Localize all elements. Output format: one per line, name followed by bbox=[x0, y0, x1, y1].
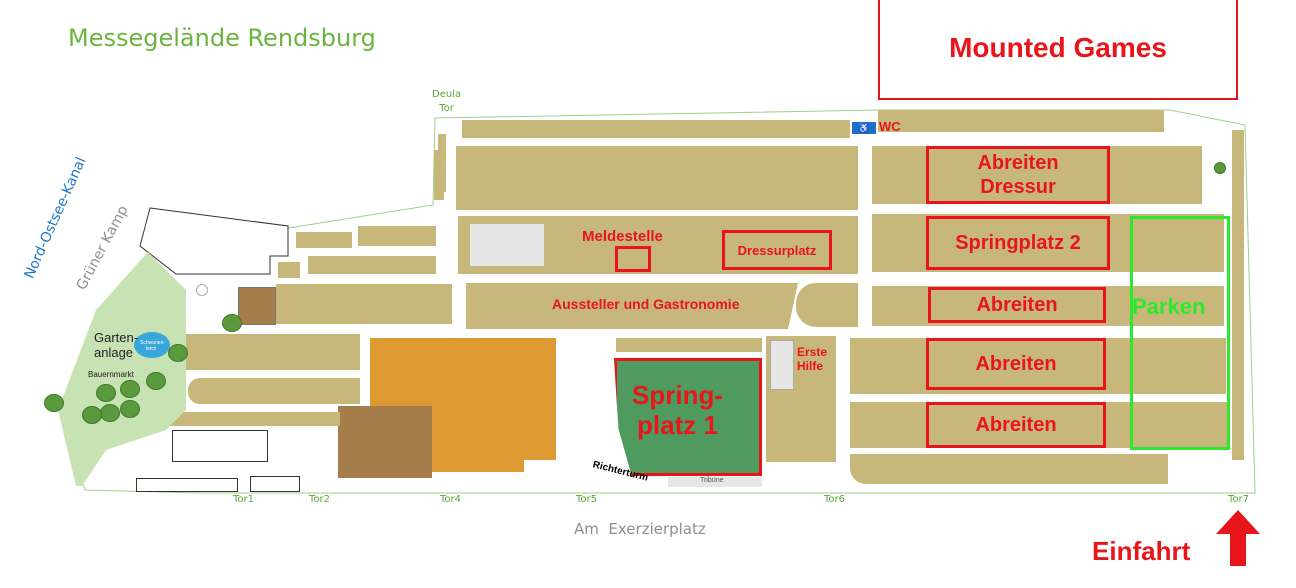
gate-tor5: Tor5 bbox=[576, 494, 598, 505]
field-right-2 bbox=[872, 214, 1224, 272]
einfahrt-arrow-icon bbox=[1216, 510, 1260, 566]
springplatz1-label: Spring- platz 1 bbox=[632, 380, 723, 440]
building-outline-south bbox=[172, 430, 268, 462]
parken-label: Parken bbox=[1132, 294, 1206, 319]
field-left-8 bbox=[170, 412, 340, 426]
tree-icon bbox=[100, 404, 120, 422]
building-outline-tor2 bbox=[250, 476, 300, 492]
top-strip-left bbox=[462, 120, 850, 138]
building-grey-meldestelle bbox=[470, 224, 544, 266]
abreiten-label-1: Abreiten bbox=[976, 293, 1058, 316]
field-aussteller bbox=[466, 283, 798, 329]
wc-label: WC bbox=[879, 119, 901, 134]
hall-brown bbox=[338, 406, 432, 478]
building-grey-erste-hilfe bbox=[770, 340, 794, 390]
map-title: Messegelände Rendsburg bbox=[68, 24, 376, 52]
erste-hilfe-label: Erste Hilfe bbox=[797, 345, 828, 373]
tree-icon bbox=[196, 284, 208, 296]
field-left-2 bbox=[358, 226, 436, 246]
field-left-5 bbox=[276, 284, 452, 324]
gate-deula: Deula Tor bbox=[432, 89, 462, 114]
abreiten-area-3[interactable]: Abreiten bbox=[926, 402, 1106, 448]
springplatz2-label: Springplatz 2 bbox=[955, 231, 1081, 254]
aussteller-label: Aussteller und Gastronomie bbox=[552, 296, 740, 312]
field-left-3 bbox=[308, 256, 436, 274]
dressurplatz-area[interactable]: Dressurplatz bbox=[722, 230, 832, 270]
gate-tor7: Tor7 bbox=[1228, 494, 1250, 505]
abreiten-dressur-label: Abreiten Dressur bbox=[977, 152, 1059, 198]
field-left-9 bbox=[434, 150, 444, 200]
gate-tor1: Tor1 bbox=[233, 494, 255, 505]
mounted-games-label: Mounted Games bbox=[949, 32, 1167, 63]
tree-icon bbox=[1214, 162, 1226, 174]
road-label-exerzierplatz: Am Exerzierplatz bbox=[574, 520, 706, 538]
top-strip-right bbox=[878, 110, 1164, 132]
tree-icon bbox=[146, 372, 166, 390]
tribuene-stand bbox=[668, 477, 762, 487]
field-left-6 bbox=[186, 334, 360, 370]
gate-tor6: Tor6 bbox=[824, 494, 846, 505]
field-left-7 bbox=[188, 378, 360, 404]
field-right-edge bbox=[1232, 130, 1244, 460]
field-left-1 bbox=[296, 232, 352, 248]
tree-icon bbox=[120, 400, 140, 418]
springplatz1-area[interactable] bbox=[614, 358, 762, 476]
strip-above-spring1 bbox=[616, 338, 762, 352]
garden-label: Garten- anlage bbox=[94, 330, 139, 360]
field-right-4 bbox=[850, 338, 1226, 394]
hall-small-brown bbox=[238, 287, 276, 325]
field-left-4 bbox=[278, 262, 300, 278]
mounted-games-area[interactable]: Mounted Games bbox=[878, 0, 1238, 100]
field-aussteller-right bbox=[796, 283, 858, 327]
parken-area[interactable] bbox=[1130, 216, 1230, 450]
gate-tor2: Tor2 bbox=[309, 494, 331, 505]
abreiten-label-2: Abreiten bbox=[975, 352, 1057, 375]
garden-area bbox=[58, 252, 186, 486]
tree-icon bbox=[168, 344, 188, 362]
meldestelle-label: Meldestelle bbox=[582, 228, 663, 245]
building-outline-tor1 bbox=[136, 478, 238, 492]
abreiten-area-1[interactable]: Abreiten bbox=[928, 287, 1106, 323]
tree-icon bbox=[222, 314, 242, 332]
abreiten-dressur-area[interactable]: Abreiten Dressur bbox=[926, 146, 1110, 204]
field-upper-middle bbox=[456, 146, 858, 210]
gate-tor4: Tor4 bbox=[440, 494, 462, 505]
meldestelle-marker[interactable] bbox=[615, 246, 651, 272]
dressurplatz-label: Dressurplatz bbox=[737, 242, 817, 258]
garden-market-label: Bauernmarkt bbox=[88, 370, 134, 379]
tree-icon bbox=[82, 406, 102, 424]
tree-icon bbox=[96, 384, 116, 402]
tree-icon bbox=[44, 394, 64, 412]
springplatz2-area[interactable]: Springplatz 2 bbox=[926, 216, 1110, 270]
abreiten-label-3: Abreiten bbox=[975, 413, 1057, 436]
field-right-6 bbox=[850, 454, 1168, 484]
abreiten-area-2[interactable]: Abreiten bbox=[926, 338, 1106, 390]
building-outline-north bbox=[139, 207, 289, 275]
einfahrt-label: Einfahrt bbox=[1092, 536, 1191, 566]
wc-icon: ♿ bbox=[852, 122, 876, 134]
tribuene-label: Tribüne bbox=[700, 477, 724, 484]
tree-icon bbox=[120, 380, 140, 398]
field-right-5 bbox=[850, 402, 1230, 448]
pond-label: Schwanen-teich bbox=[140, 340, 166, 352]
